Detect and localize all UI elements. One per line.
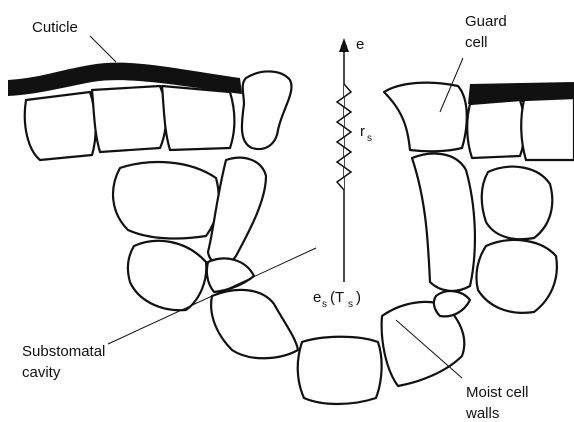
stomatal-resistance-subscript: s (367, 133, 372, 144)
stomatal-resistance-label: r (360, 123, 365, 140)
arrowhead-icon (339, 38, 349, 52)
guard-cell-left (242, 71, 292, 149)
mesophyll-cell (128, 241, 206, 310)
mesophyll-cell (434, 291, 470, 316)
moist-walls-label-line2: walls (465, 405, 499, 422)
epidermal-cell (162, 86, 235, 150)
guard-cell-right (384, 83, 467, 152)
stomatal-resistor (337, 84, 351, 190)
substomatal-label-line1: Substomatal (22, 343, 105, 360)
mesophyll-cell (476, 240, 556, 313)
epidermal-cell (92, 86, 166, 152)
epidermal-cell (25, 92, 96, 160)
mesophyll-cell (482, 167, 553, 240)
epidermal-cell (467, 100, 524, 158)
mesophyll-cell (211, 290, 298, 358)
temperature-open: (T (330, 289, 344, 306)
temperature-close: ) (356, 289, 361, 306)
mesophyll-cell (298, 337, 382, 404)
mesophyll-cell (113, 162, 219, 238)
epidermal-cell (521, 98, 574, 160)
vapour-pressure-label: e (356, 36, 364, 53)
mesophyll-cell (208, 158, 266, 265)
mesophyll-cell (412, 154, 475, 291)
temperature-subscript: s (348, 299, 353, 310)
moist-walls-label-line1: Moist cell (466, 384, 529, 401)
surface-vapour-label: e (313, 289, 321, 306)
guard-cell-label-line1: Guard (465, 13, 507, 30)
substomatal-label-line2: cavity (22, 364, 61, 381)
cuticle-label: Cuticle (32, 19, 78, 36)
guard-cell-label-line2: cell (465, 34, 488, 51)
cuticle-leader (90, 36, 116, 62)
surface-vapour-subscript: s (322, 299, 327, 310)
